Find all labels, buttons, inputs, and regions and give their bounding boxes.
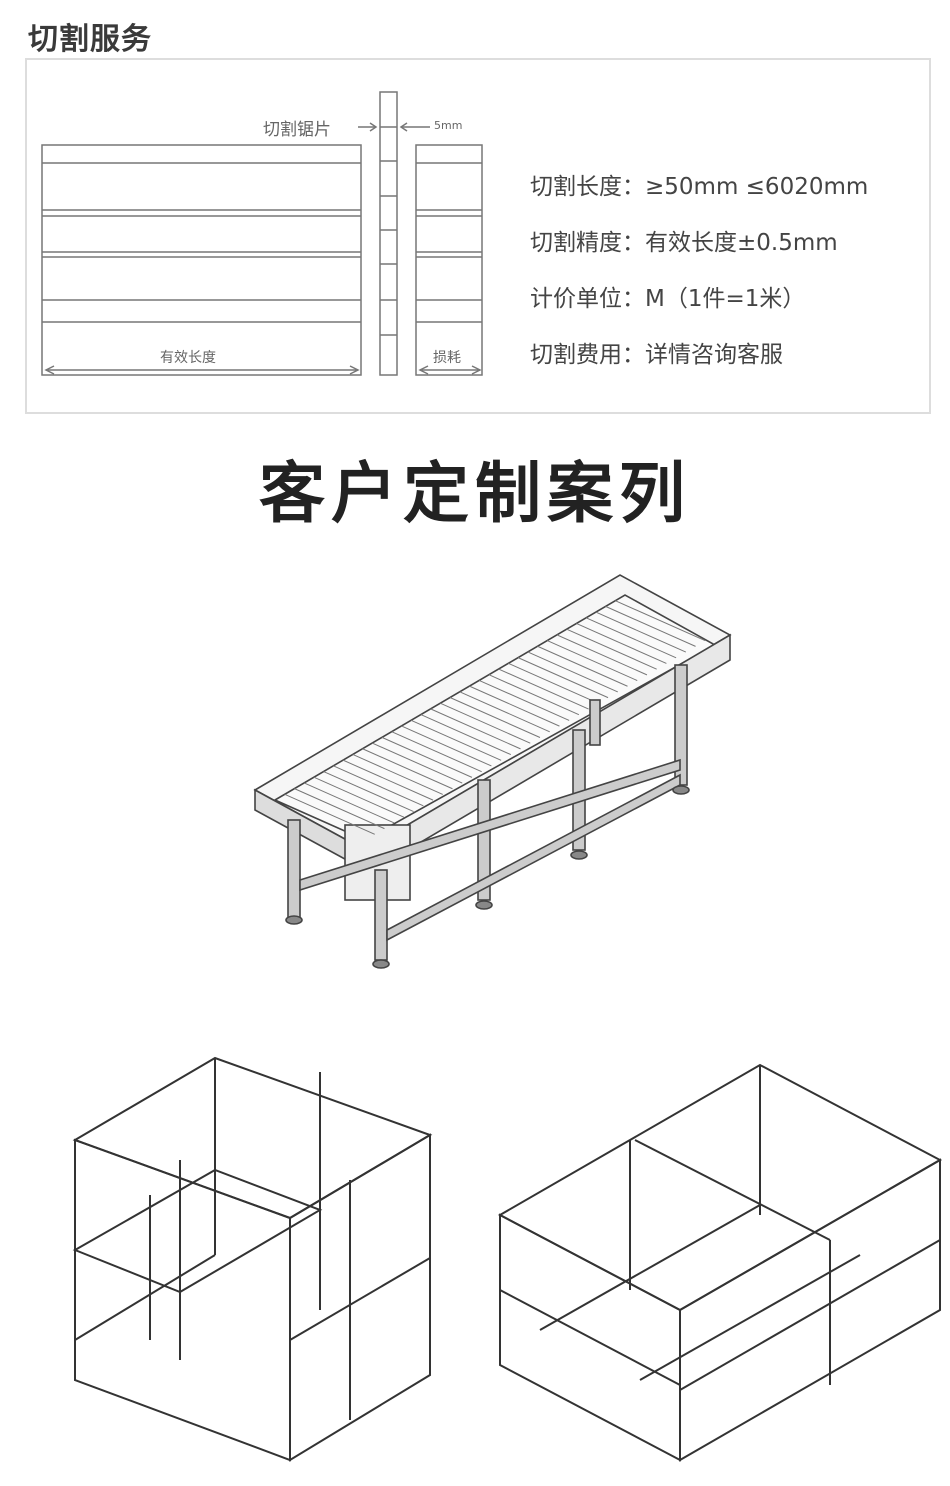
kerf-label: 5mm [434,119,463,132]
conveyor-slat [615,600,706,642]
conveyor-slat [498,668,589,710]
conveyor-slat [420,714,512,756]
spec-label: 切割费用 [530,342,622,368]
conveyor-slat [333,765,424,807]
conveyor-slat [381,736,473,778]
conveyor-slat [362,748,453,790]
conveyor-slat [527,651,618,693]
conveyor-slat [410,719,502,761]
conveyor-slat [352,753,443,795]
conveyor-slat [303,782,395,824]
spec-pricing-unit: 计价单位：M（1件=1米） [530,286,806,312]
conveyor-slat [401,725,492,767]
conveyor-slat [469,685,560,727]
spec-label: 切割精度 [530,230,622,256]
conveyor-slat [391,731,482,773]
conveyor-slat [547,640,638,682]
spec-value: 有效长度±0.5mm [645,230,838,256]
conveyor-slat [284,793,375,835]
conveyor-slat [595,611,687,653]
spec-value: 详情咨询客服 [645,342,783,368]
conveyor-slat [478,679,570,721]
profile-loss-piece [415,144,483,376]
conveyor-slat [517,657,609,699]
frame-box-illustration [497,1063,943,1462]
spec-value: ≥50mm ≤6020mm [645,174,869,200]
cases-title: 客户定制案列 [259,455,691,532]
conveyor-slat [342,759,434,801]
conveyor-slat [313,776,405,818]
spec-label: 计价单位 [530,286,622,312]
cutting-service-panel [25,58,931,414]
conveyor-slat [488,674,580,716]
conveyor-slat [440,702,531,744]
conveyor-slat [372,742,463,784]
conveyor-slat [556,634,648,676]
spec-precision: 切割精度：有效长度±0.5mm [530,230,838,256]
conveyor-slat [508,662,599,704]
spec-cost: 切割费用：详情咨询客服 [530,342,783,368]
conveyor-slat [294,788,385,830]
conveyor-slat [576,623,667,664]
blade-label: 切割锯片 [263,120,331,140]
loss-label: 损耗 [433,350,461,366]
conveyor-slat [585,617,677,659]
conveyor-slat [459,691,550,733]
effective-length-label: 有效长度 [160,350,216,366]
spec-label: 切割长度 [530,174,622,200]
spec-cut-length: 切割长度：≥50mm ≤6020mm [530,174,869,200]
conveyor-slat [566,628,657,670]
conveyor-slat [605,605,696,647]
saw-blade [379,91,398,376]
spec-value: M（1件=1米） [645,286,806,312]
conveyor-illustration [253,574,732,969]
section-title: 切割服务 [28,22,152,57]
profile-effective-piece [41,144,362,376]
conveyor-slat [430,708,521,750]
conveyor-slat [537,645,628,687]
conveyor-slat [449,697,541,738]
frame-cube-illustration [72,1056,433,1462]
conveyor-slat [323,771,414,812]
